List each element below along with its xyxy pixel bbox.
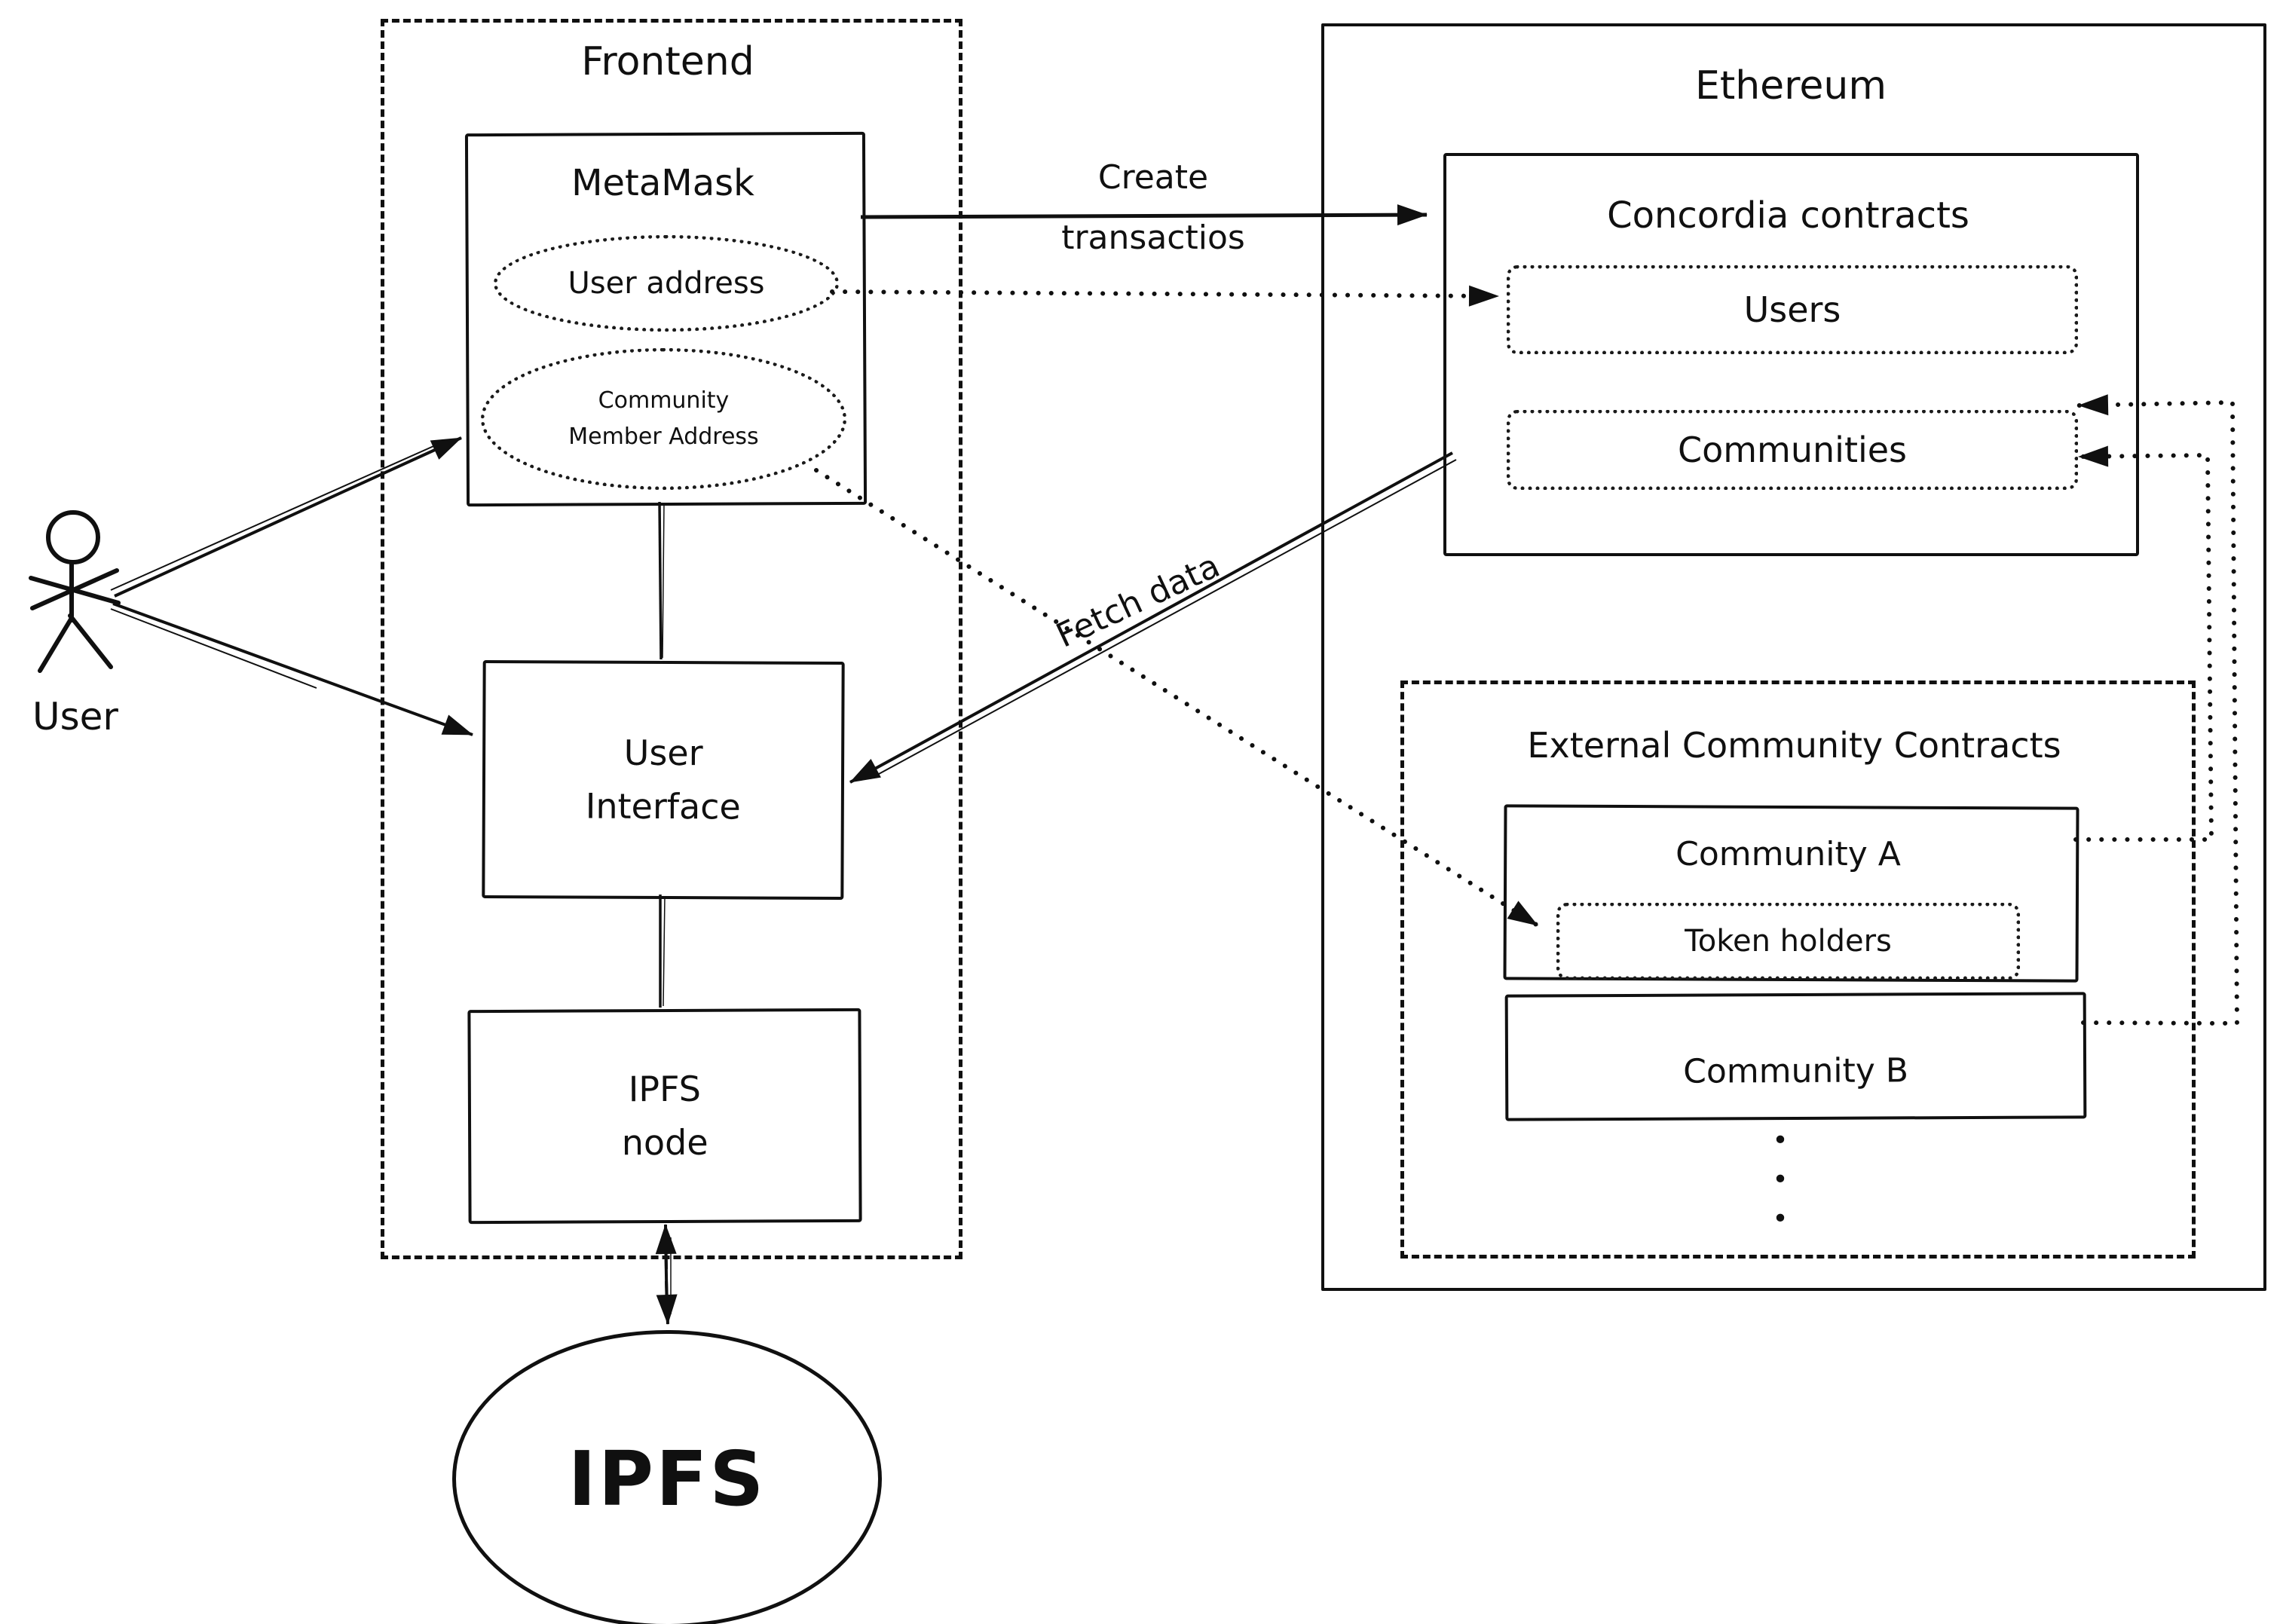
users-label: Users — [1743, 289, 1841, 330]
ipfs-node-box: IPFS node — [467, 1008, 862, 1225]
user-head — [46, 510, 100, 564]
concordia-contracts-box — [1443, 153, 2139, 556]
user-leg-right — [68, 613, 113, 669]
user-interface-line1: User — [623, 732, 703, 773]
community-b-title: Community B — [1683, 1051, 1909, 1091]
create-transactions-label-line2: transactios — [1061, 219, 1245, 257]
ipfs-node-line2: node — [621, 1121, 708, 1164]
user-interface-line2: Interface — [585, 785, 741, 827]
community-a-title: Community A — [1676, 835, 1901, 873]
ellipsis-dot: • — [1772, 1203, 1789, 1234]
user-label: User — [32, 695, 118, 739]
user-arm-right — [30, 568, 119, 610]
edge-ipfs-node-to-ipfs-down-arrow — [656, 1280, 678, 1325]
ipfs-label: IPFS — [568, 1435, 767, 1523]
user-address-ellipse: User address — [494, 235, 839, 332]
user-address-label: User address — [568, 266, 765, 301]
fetch-data-label: Fetch data — [1050, 546, 1226, 656]
community-member-address-ellipse: Community Member Address — [481, 348, 846, 490]
community-b-box: Community B — [1504, 992, 2087, 1121]
more-communities-ellipsis: • • • — [1764, 1121, 1797, 1239]
ellipsis-dot: • — [1772, 1125, 1789, 1156]
user-icon — [29, 510, 121, 673]
ipfs-node-line1: IPFS — [628, 1068, 702, 1109]
frontend-title: Frontend — [581, 39, 754, 84]
ethereum-title: Ethereum — [1694, 63, 1887, 109]
community-member-address-line1: Community — [598, 387, 730, 414]
ellipsis-dot: • — [1772, 1164, 1789, 1195]
users-box: Users — [1507, 265, 2078, 354]
external-community-contracts-title: External Community Contracts — [1527, 725, 2061, 766]
token-holders-box: Token holders — [1556, 903, 2020, 980]
create-transactions-label-line1: Create — [1097, 158, 1209, 197]
community-member-address-line2: Member Address — [568, 424, 759, 450]
user-leg-left — [38, 616, 74, 673]
communities-label: Communities — [1677, 430, 1908, 470]
metamask-title: MetaMask — [571, 162, 754, 204]
token-holders-label: Token holders — [1685, 924, 1892, 959]
user-interface-box: User Interface — [482, 659, 845, 901]
communities-box: Communities — [1507, 410, 2078, 490]
concordia-contracts-title: Concordia contracts — [1607, 194, 1969, 237]
ipfs-ellipse: IPFS — [452, 1330, 882, 1624]
